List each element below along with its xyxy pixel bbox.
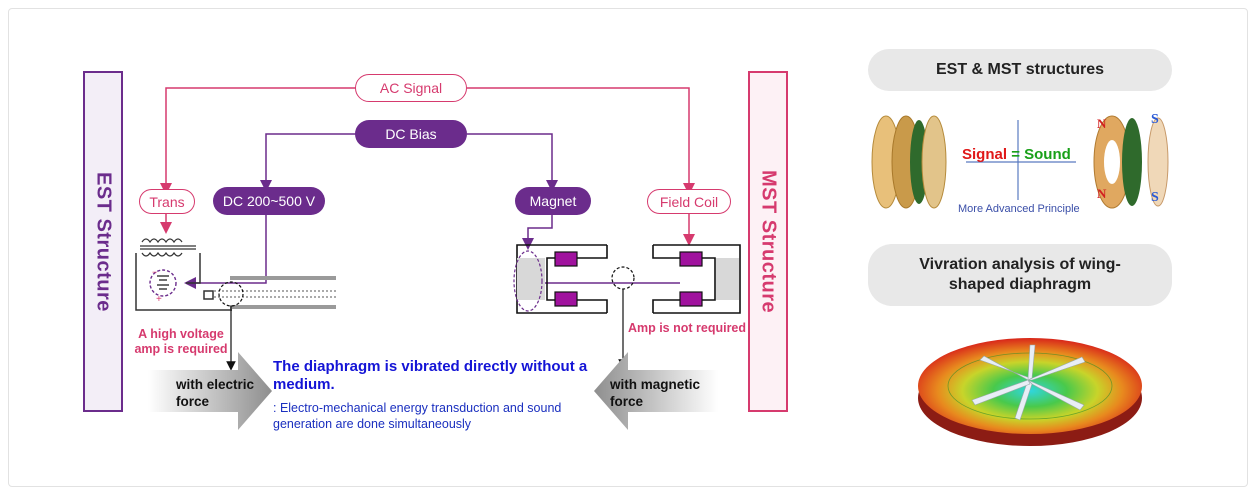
advanced-principle-text: More Advanced Principle [958, 203, 1080, 215]
magnetic-force-arrow [594, 352, 718, 430]
structures-title-pill: EST & MST structures [868, 49, 1172, 91]
sub-message: : Electro-mechanical energy transduction… [273, 401, 562, 431]
est-mechanism: − + [135, 238, 336, 371]
ac-signal-wires [160, 87, 695, 246]
magnet-pill: Magnet [515, 187, 591, 215]
vibration-disk-plot [918, 338, 1142, 446]
electric-force-arrow [148, 352, 272, 430]
dc-voltage-pill: DC 200~500 V [213, 187, 325, 215]
equals-sign: = [1011, 146, 1020, 163]
north-pole-label: N [1097, 186, 1107, 201]
est-structure-label: EST Structure [92, 171, 115, 312]
ac-signal-pill: AC Signal [355, 74, 467, 102]
magnetic-force-label: with magnetic force [610, 377, 701, 409]
mst-structure-label: MST Structure [757, 169, 780, 314]
svg-text:+: + [156, 294, 162, 305]
south-pole-label: S [1151, 190, 1159, 205]
south-pole-label: S [1151, 112, 1159, 127]
trans-pill: Trans [139, 189, 195, 214]
high-voltage-note: A high voltage amp is required [134, 327, 228, 356]
svg-text:−: − [152, 267, 157, 277]
field-coil-pill: Field Coil [647, 189, 731, 214]
structures-illustration [871, 115, 1169, 209]
main-message: The diaphragm is vibrated directly witho… [273, 358, 588, 393]
signal-sound-equation: Signal = Sound [962, 146, 1071, 163]
electric-force-label: with electric force [176, 377, 255, 409]
vibration-title-pill: Vivration analysis of wing-shaped diaphr… [868, 244, 1172, 306]
sound-text: Sound [1024, 146, 1071, 163]
north-pole-label: N [1097, 116, 1107, 131]
est-structure-label-box: EST Structure [83, 71, 123, 412]
mst-mechanism [513, 244, 741, 369]
mst-structure-label-box: MST Structure [748, 71, 788, 412]
signal-text: Signal [962, 146, 1008, 163]
dc-bias-pill: DC Bias [355, 120, 467, 148]
dc-bias-wires [184, 133, 680, 289]
amp-not-required-note: Amp is not required [627, 321, 747, 335]
